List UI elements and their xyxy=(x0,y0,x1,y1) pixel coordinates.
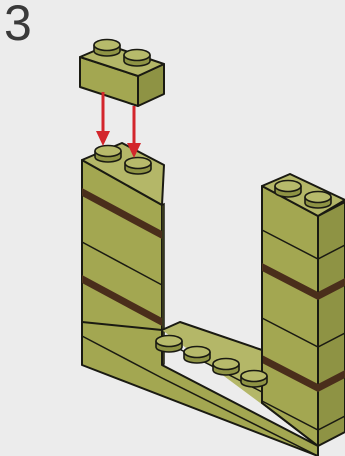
stud xyxy=(304,190,332,209)
arrow-down-icon xyxy=(96,92,141,158)
right-tower-front xyxy=(261,185,319,447)
stud xyxy=(124,156,152,175)
new-brick xyxy=(79,38,165,107)
step-number: 3 xyxy=(4,0,32,51)
stud xyxy=(93,38,121,57)
left-tower-side xyxy=(161,202,165,367)
stud xyxy=(240,369,268,388)
right-tower-side xyxy=(317,201,345,447)
stud xyxy=(212,357,240,376)
stud xyxy=(274,179,302,198)
stud xyxy=(123,48,151,67)
left-tower-stripe-1 xyxy=(82,188,162,239)
stud xyxy=(155,334,183,353)
right-brick-tower xyxy=(261,173,345,447)
stud xyxy=(183,345,211,364)
right-tower-stripe-2 xyxy=(262,355,345,392)
stud xyxy=(94,144,122,163)
left-tower-stripe-2 xyxy=(82,275,162,326)
right-tower-stripe-1 xyxy=(262,263,345,300)
